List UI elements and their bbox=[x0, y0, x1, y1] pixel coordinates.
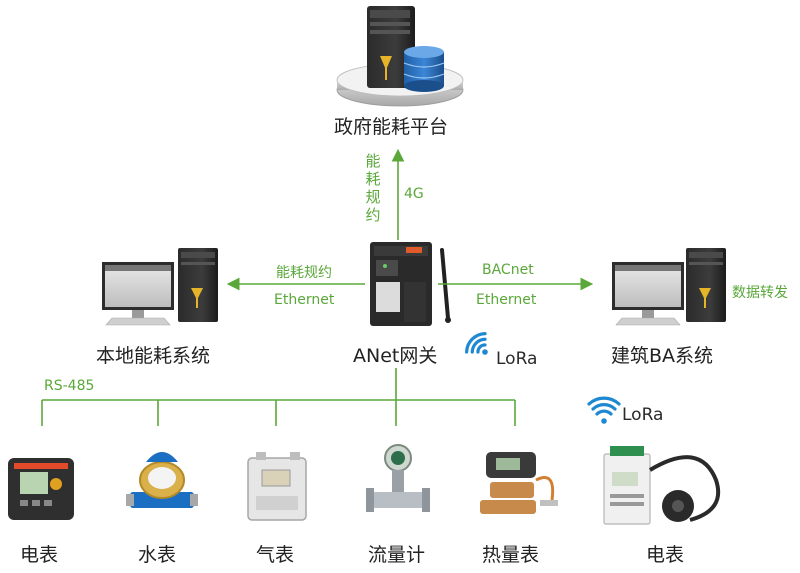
lora-electric-meter-icon bbox=[603, 446, 721, 525]
electric-meter-icon bbox=[8, 458, 74, 520]
water-meter-icon bbox=[126, 452, 198, 508]
local-system-label: 本地能耗系统 bbox=[96, 345, 211, 367]
ba-link-ethernet-label: Ethernet bbox=[476, 292, 537, 308]
local-link-protocol-label: 能耗规约 bbox=[276, 265, 332, 281]
platform-protocol-label: 能 耗 规 约 bbox=[364, 152, 382, 224]
gas-meter-label: 气表 bbox=[256, 544, 295, 566]
local-energy-computer-icon bbox=[102, 248, 218, 326]
heat-meter-label: 热量表 bbox=[482, 544, 540, 566]
anet-gateway-icon bbox=[370, 242, 451, 326]
lora-wifi-icon-gateway bbox=[465, 332, 488, 355]
gas-meter-icon bbox=[247, 452, 307, 521]
local-link-ethernet-label: Ethernet bbox=[274, 292, 335, 308]
building-ba-computer-icon bbox=[612, 248, 726, 326]
lora-wifi-icon-device bbox=[587, 396, 621, 424]
ba-link-protocol-label: BACnet bbox=[482, 262, 534, 278]
platform-protocol-char-4: 约 bbox=[365, 206, 381, 224]
gateway-label: ANet网关 bbox=[353, 345, 438, 367]
lora-electric-meter-label: 电表 bbox=[646, 544, 685, 566]
connection-lines bbox=[41, 148, 594, 426]
gateway-lora-label: LoRa bbox=[496, 349, 538, 369]
heat-meter-icon bbox=[480, 452, 558, 514]
ba-system-label: 建筑BA系统 bbox=[611, 345, 714, 367]
link-4g-label: 4G bbox=[404, 186, 424, 202]
data-forward-label: 数据转发 bbox=[732, 285, 788, 301]
water-meter-label: 水表 bbox=[138, 544, 177, 566]
database-icon bbox=[403, 46, 445, 92]
platform-label: 政府能耗平台 bbox=[334, 116, 449, 138]
electric-meter-label: 电表 bbox=[20, 544, 59, 566]
flow-meter-label: 流量计 bbox=[368, 544, 426, 566]
rs485-label: RS-485 bbox=[44, 378, 95, 394]
platform-protocol-char-3: 规 bbox=[365, 188, 381, 206]
government-server-icon bbox=[336, 6, 464, 107]
flow-meter-icon bbox=[366, 444, 430, 512]
lora-meter-lora-label: LoRa bbox=[622, 405, 664, 425]
platform-protocol-char-2: 耗 bbox=[365, 170, 381, 188]
platform-protocol-char-1: 能 bbox=[365, 152, 381, 170]
